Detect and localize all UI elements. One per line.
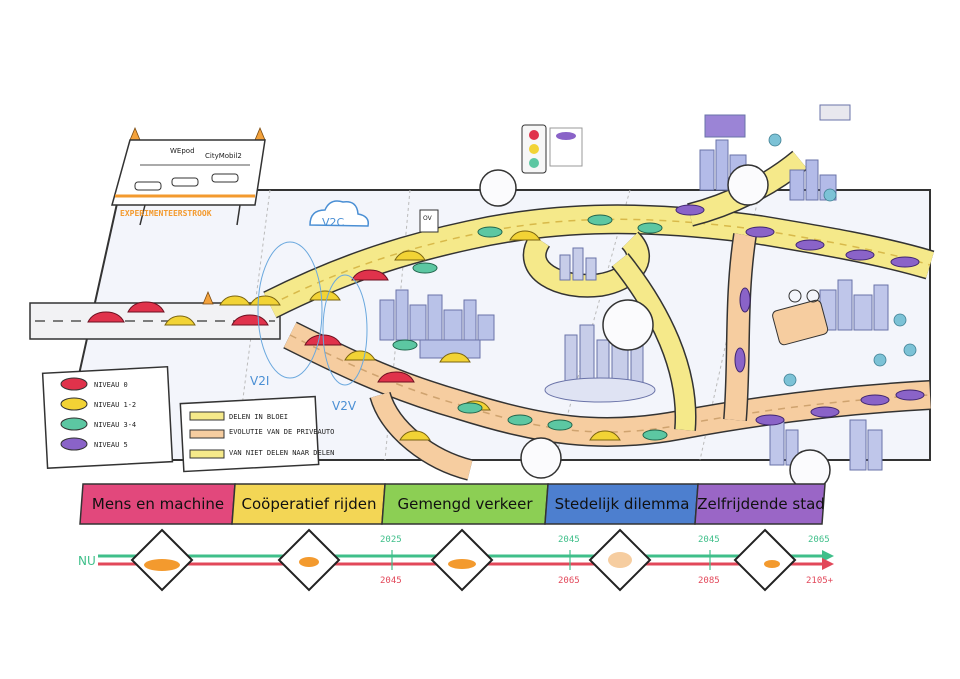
red-year: 2105+: [806, 576, 834, 586]
red-car: [351, 269, 389, 281]
timeline: NU 2025 2045 2045 2065 2045 2065 2085: [78, 528, 834, 592]
yellow-car: [219, 295, 251, 306]
green-cars: [392, 214, 668, 441]
legend-level-swatch: [60, 397, 88, 411]
purple-car: [845, 249, 875, 261]
purple-car: [675, 204, 705, 216]
phase-label-5: Zelfrijdende stad: [697, 495, 825, 513]
timeline-start-label: NU: [78, 554, 96, 568]
purple-cars: [675, 204, 925, 426]
phase-label-1: Mens en machine: [91, 495, 225, 513]
legend-level-label: NIVEAU 3-4: [94, 421, 136, 429]
green-car: [477, 226, 503, 238]
phase-label-3: Gemengd verkeer: [397, 495, 533, 513]
cone-icon: [254, 126, 266, 141]
yellow-car: [309, 290, 341, 301]
red-car: [231, 314, 269, 326]
red-car: [127, 301, 165, 313]
purple-car: [890, 256, 920, 268]
yellow-car: [394, 250, 426, 261]
ov-sign: OV: [419, 209, 439, 233]
red-year: 2065: [558, 576, 580, 586]
bike-parking-sign: [772, 289, 829, 346]
yellow-car: [249, 295, 281, 306]
red-car: [87, 311, 125, 323]
test-strip-board: WEpod CityMobil2 EXPERIMENTEERSTROOK: [111, 139, 266, 226]
v2c-label: V2C: [322, 216, 345, 229]
milestone-5: [733, 528, 797, 592]
green-car: [457, 402, 483, 414]
vignette-bus-stop: [727, 164, 769, 206]
yellow-car: [509, 230, 541, 241]
vignette-robot: [520, 437, 562, 479]
green-year: 2025: [380, 535, 402, 545]
city-right: [769, 279, 889, 471]
legend-road-label: EVOLUTIE VAN DE PRIVEAUTO: [229, 428, 334, 436]
red-year: 2085: [698, 576, 720, 586]
v2v-label: V2V: [332, 399, 357, 413]
test-vehicle-label-2: CityMobil2: [205, 152, 242, 160]
yellow-car: [589, 430, 621, 441]
yellow-car: [164, 315, 196, 326]
city-island-top: [559, 247, 597, 281]
purple-car: [739, 287, 751, 313]
cone-icon: [202, 290, 214, 305]
communication: V2C V2I V2V: [250, 200, 370, 413]
purple-car: [810, 406, 840, 418]
yellow-cars: [164, 230, 621, 441]
green-year: 2045: [558, 535, 580, 545]
cloud-icon: [309, 200, 370, 227]
yellow-car: [399, 430, 431, 441]
legend-level-swatch: [60, 417, 88, 431]
purple-car: [895, 389, 925, 401]
traffic-light-icon: [521, 124, 583, 174]
red-cars: [87, 269, 415, 383]
test-strip-label: EXPERIMENTEERSTROOK: [120, 209, 212, 218]
legend-level-swatch: [60, 377, 88, 391]
milestone-sketches: [144, 552, 780, 571]
legend-level-label: NIVEAU 1-2: [94, 401, 136, 409]
legend-roads: DELEN IN BLOEI EVOLUTIE VAN DE PRIVEAUTO…: [179, 395, 334, 473]
yellow-car: [439, 352, 471, 363]
yellow-car: [344, 350, 376, 361]
green-year: 2045: [698, 535, 720, 545]
legend-road-label: VAN NIET DELEN NAAR DELEN: [229, 449, 334, 457]
legend-level-label: NIVEAU 5: [94, 441, 128, 449]
purple-car: [860, 394, 890, 406]
purple-car: [734, 347, 746, 373]
ov-label: OV: [423, 215, 433, 222]
vignettes: [479, 164, 831, 491]
purple-car: [795, 239, 825, 251]
vignette-passengers: [479, 169, 517, 207]
purple-car: [755, 414, 785, 426]
red-year: 2045: [380, 576, 402, 586]
v2i-label: V2I: [250, 374, 269, 388]
green-car: [637, 222, 663, 234]
legend-level-label: NIVEAU 0: [94, 381, 128, 389]
legend-road-label: DELEN IN BLOEI: [229, 413, 288, 421]
green-car: [412, 262, 438, 274]
trees: [768, 133, 917, 387]
green-year: 2065: [808, 535, 830, 545]
green-car: [642, 429, 668, 441]
phase-label-4: Stedelijk dilemma: [554, 495, 690, 513]
legend-level-swatch: [60, 437, 88, 451]
test-vehicle-label-1: WEpod: [170, 147, 195, 155]
phase-bar: [79, 483, 826, 525]
vignette-construction: [602, 299, 654, 351]
green-car: [587, 214, 613, 226]
green-car: [547, 419, 573, 431]
green-car: [507, 414, 533, 426]
phase-label-2: Coöperatief rijden: [241, 495, 377, 513]
cone-icon: [129, 126, 141, 141]
purple-car: [745, 226, 775, 238]
red-car: [377, 371, 415, 383]
green-car: [392, 339, 418, 351]
phase-band-5: [694, 483, 826, 525]
city-center-left: [379, 289, 495, 359]
